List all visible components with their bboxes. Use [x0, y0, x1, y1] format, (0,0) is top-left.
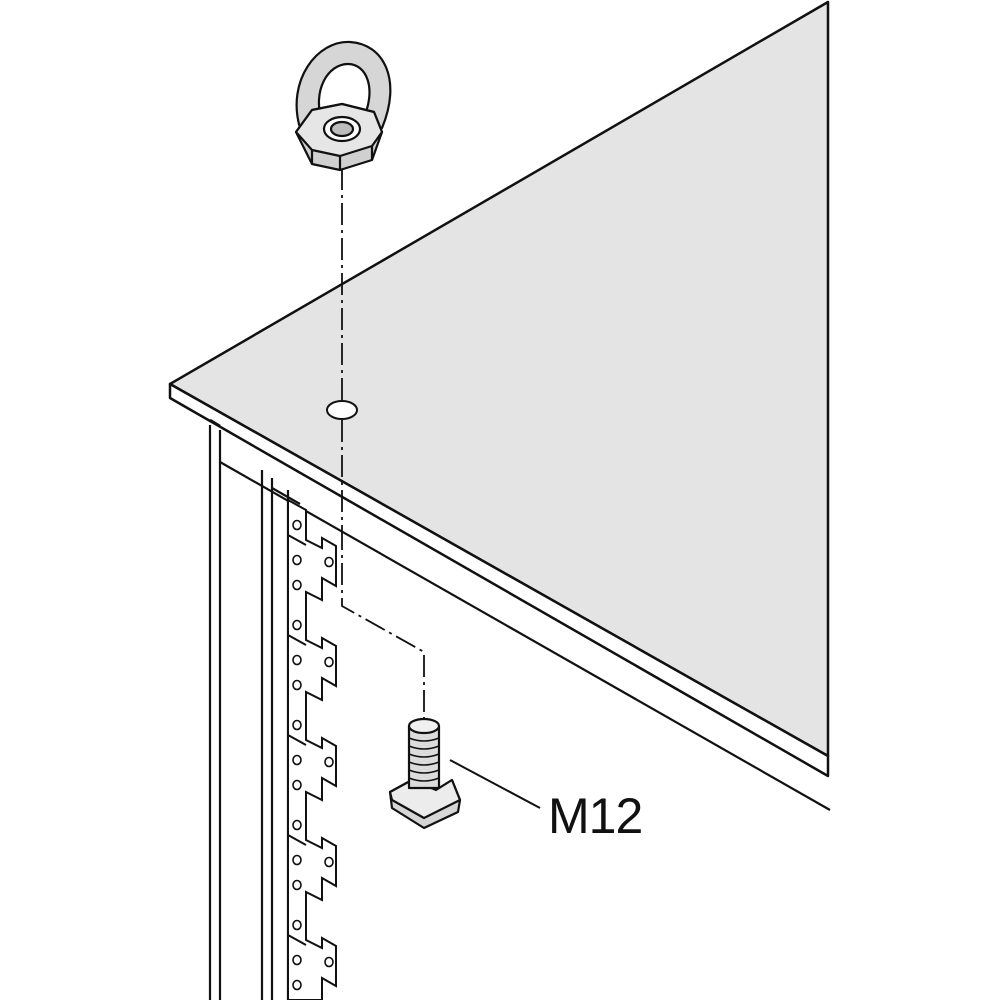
- eye-nut-icon: [294, 40, 392, 172]
- strip-hole: [292, 979, 302, 991]
- strip-hole: [292, 654, 302, 666]
- strip-holes: [292, 519, 334, 991]
- strip-hole: [292, 879, 302, 891]
- strip-hole: [324, 956, 334, 968]
- strip-hole: [292, 619, 302, 631]
- strip-hole: [292, 779, 302, 791]
- roof-panel: [168, 0, 830, 778]
- mounting-hole: [326, 400, 358, 420]
- callout-leader: [449, 759, 541, 809]
- strip-hole: [292, 519, 302, 531]
- strip-hole: [292, 679, 302, 691]
- strip-hole: [324, 856, 334, 868]
- strip-hole: [324, 756, 334, 768]
- strip-hole: [292, 554, 302, 566]
- t-bolt-icon: [388, 717, 462, 830]
- strip-hole: [292, 954, 302, 966]
- strip-hole: [292, 754, 302, 766]
- strip-hole: [292, 579, 302, 591]
- strip-hole: [292, 819, 302, 831]
- strip-hole: [292, 854, 302, 866]
- callout-label-m12: M12: [548, 788, 643, 844]
- strip-hole: [292, 919, 302, 931]
- strip-hole: [324, 556, 334, 568]
- strip-hole: [292, 719, 302, 731]
- center-line: [341, 168, 425, 722]
- strip-hole: [324, 656, 334, 668]
